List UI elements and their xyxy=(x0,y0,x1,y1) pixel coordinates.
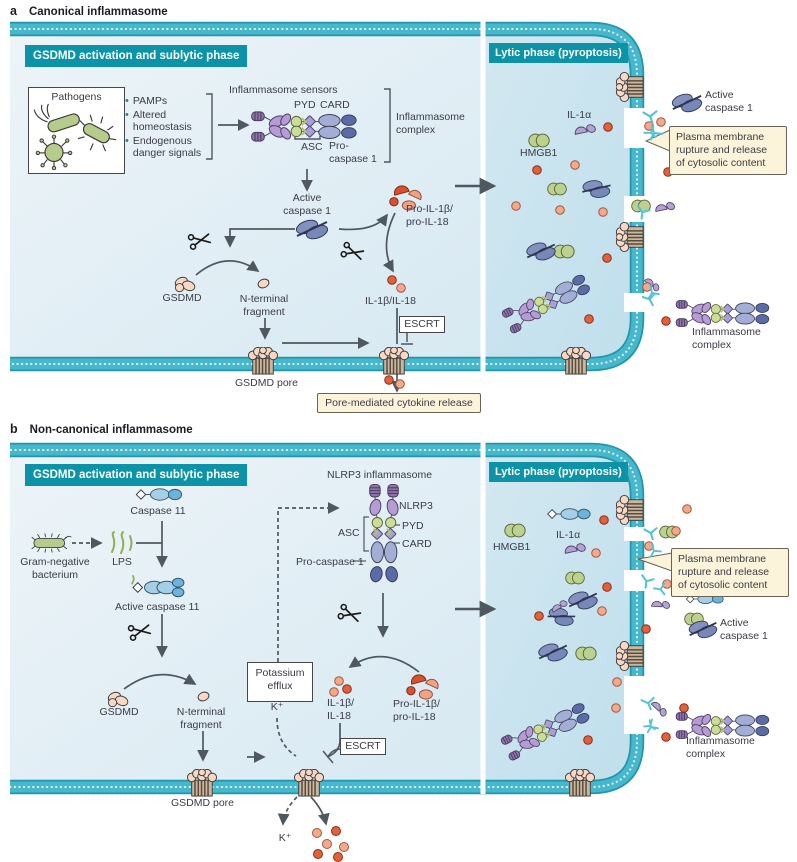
panel-a-arrows xyxy=(195,119,497,393)
plasma-rupture-box-a: Plasma membrane rupture and release of c… xyxy=(669,126,787,175)
label-hmgb1-b: HMGB1 xyxy=(493,541,531,553)
label-asc-a: ASC xyxy=(301,141,323,153)
panel-b-lytic-header: Lytic phase (pyroptosis) xyxy=(489,462,628,482)
bullet-icon: • xyxy=(125,95,129,107)
plasma-rupture-box-b: Plasma membrane rupture and release of c… xyxy=(671,548,789,597)
label-pyd-b: PYD xyxy=(402,520,424,532)
label-active-caspase1-out-b: Active caspase 1 xyxy=(720,617,768,642)
bullet-endogenous-danger: •Endogenous danger signals xyxy=(125,134,202,160)
label-active-caspase1-out-a: Active caspase 1 xyxy=(705,89,753,114)
label-il-a: IL-1β/IL-18 xyxy=(365,295,416,307)
label-card-a: CARD xyxy=(320,99,350,111)
label-pro-il-b: Pro-IL-1β/ pro-IL-18 xyxy=(393,698,440,723)
panel-b-sublytic-header: GSDMD activation and sublytic phase xyxy=(25,464,248,486)
pathogens-box: Pathogens xyxy=(28,87,125,174)
bullet-pamps: •PAMPs xyxy=(125,95,168,107)
spiky-bacterium-icon xyxy=(77,114,117,152)
bullet-icon: • xyxy=(125,108,129,121)
label-pro-il-a: Pro-IL-1β/ pro-IL-18 xyxy=(406,203,453,228)
label-caspase11: Caspase 11 xyxy=(130,505,186,517)
label-inflammasome-complex-out-a: Inflammasome complex xyxy=(692,326,761,351)
label-k-upper: K⁺ xyxy=(270,701,284,713)
label-asc-b: ASC xyxy=(338,527,360,539)
label-il-b: IL-1β/ IL-18 xyxy=(327,697,355,722)
label-nlrp3: NLRP3 xyxy=(399,500,433,512)
panel-a-letter: a xyxy=(10,4,17,18)
bullet-altered-homeostasis: •Altered homeostasis xyxy=(125,108,192,134)
danger-signal-bullets: •PAMPs •Altered homeostasis •Endogenous … xyxy=(125,95,201,161)
label-nlrp3-inflammasome: NLRP3 inflammasome xyxy=(327,469,433,481)
escrt-box-a: ESCRT xyxy=(399,316,445,333)
label-il1a-b: IL-1α xyxy=(556,529,581,541)
virus-icon xyxy=(35,134,73,170)
label-gsdmd-pore-a: GSDMD pore xyxy=(235,377,299,389)
bullet-icon: • xyxy=(125,134,129,147)
label-inflammasome-complex-out-b: Inflammasome complex xyxy=(686,735,755,760)
label-pyd-a: PYD xyxy=(294,99,316,111)
label-inflammasome-sensors: Inflammasome sensors xyxy=(229,84,338,96)
label-il1a-a: IL-1α xyxy=(567,109,592,121)
label-card-b: CARD xyxy=(402,538,432,550)
pathogens-label: Pathogens xyxy=(51,91,102,103)
panel-b-arrows xyxy=(72,502,497,826)
label-inflammasome-complex-bracket: Inflammasome complex xyxy=(396,111,465,136)
label-active-caspase11: Active caspase 11 xyxy=(115,601,200,613)
label-gsdmd-b: GSDMD xyxy=(99,706,139,718)
label-gsdmd-pore-b: GSDMD pore xyxy=(171,797,235,809)
panel-a-brackets xyxy=(206,88,391,163)
panel-b-letter: b xyxy=(10,422,18,436)
label-n-terminal-b: N-terminal fragment xyxy=(176,706,226,731)
label-pro-caspase1-a: Pro- caspase 1 xyxy=(329,140,377,165)
label-active-caspase1-a: Active caspase 1 xyxy=(283,192,331,217)
label-k-lower: K⁺ xyxy=(278,832,292,844)
pore-release-box: Pore-mediated cytokine release xyxy=(317,393,481,413)
label-pro-caspase1-b: Pro-caspase 1 xyxy=(296,556,364,568)
panel-b-cell xyxy=(10,441,648,795)
panel-a-molecules xyxy=(173,91,770,389)
panel-a-sublytic-header: GSDMD activation and sublytic phase xyxy=(25,45,248,67)
potassium-efflux-box: Potassium efflux xyxy=(247,662,313,702)
panel-b-molecules xyxy=(31,483,770,862)
escrt-box-b: ESCRT xyxy=(340,738,386,755)
label-lps: LPS xyxy=(112,556,132,568)
label-n-terminal-a: N-terminal fragment xyxy=(239,293,289,318)
label-gram-negative: Gram-negative bacterium xyxy=(20,556,90,581)
label-gsdmd-a: GSDMD xyxy=(162,292,202,304)
panel-a-lytic-header: Lytic phase (pyroptosis) xyxy=(489,43,628,63)
label-hmgb1-a: HMGB1 xyxy=(520,147,558,159)
